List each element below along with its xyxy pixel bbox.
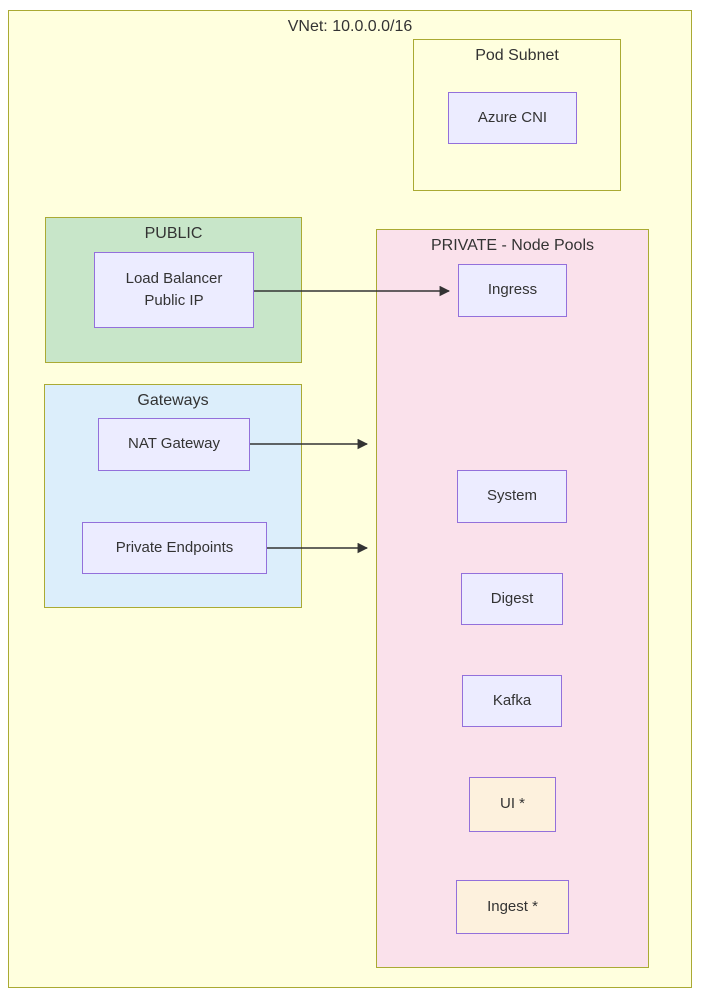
pod-subnet-title: Pod Subnet	[475, 47, 559, 64]
node-ingress: Ingress	[458, 264, 567, 317]
node-ingest-label: Ingest *	[487, 897, 538, 915]
gateways-title: Gateways	[137, 392, 209, 409]
node-kafka: Kafka	[462, 675, 562, 727]
private-node-pools-title: PRIVATE - Node Pools	[430, 237, 595, 254]
node-nat-gateway: NAT Gateway	[98, 418, 250, 471]
node-private-endpoints-label: Private Endpoints	[115, 538, 234, 556]
node-digest-label: Digest	[490, 589, 534, 607]
node-ingress-label: Ingress	[487, 281, 538, 299]
public-title: PUBLIC	[144, 225, 203, 242]
node-system-label: System	[486, 487, 537, 505]
node-ui: UI *	[469, 777, 556, 832]
node-private-endpoints: Private Endpoints	[82, 522, 267, 574]
node-load-balancer-label-line2: Public IP	[144, 292, 204, 309]
node-azure-cni: Azure CNI	[448, 92, 577, 144]
node-nat-gateway-label: NAT Gateway	[128, 435, 220, 453]
cluster-pod-subnet: Pod Subnet	[413, 39, 621, 191]
node-system: System	[457, 470, 567, 523]
node-digest: Digest	[461, 573, 563, 625]
node-ingest: Ingest *	[456, 880, 569, 934]
node-load-balancer-label-line1: Load Balancer	[125, 269, 223, 287]
node-kafka-label: Kafka	[492, 691, 532, 709]
node-azure-cni-label: Azure CNI	[477, 108, 548, 126]
node-load-balancer-public-ip: Load Balancer Public IP	[94, 252, 254, 328]
node-ui-label: UI *	[499, 795, 525, 813]
vnet-title: VNet: 10.0.0.0/16	[287, 18, 413, 35]
